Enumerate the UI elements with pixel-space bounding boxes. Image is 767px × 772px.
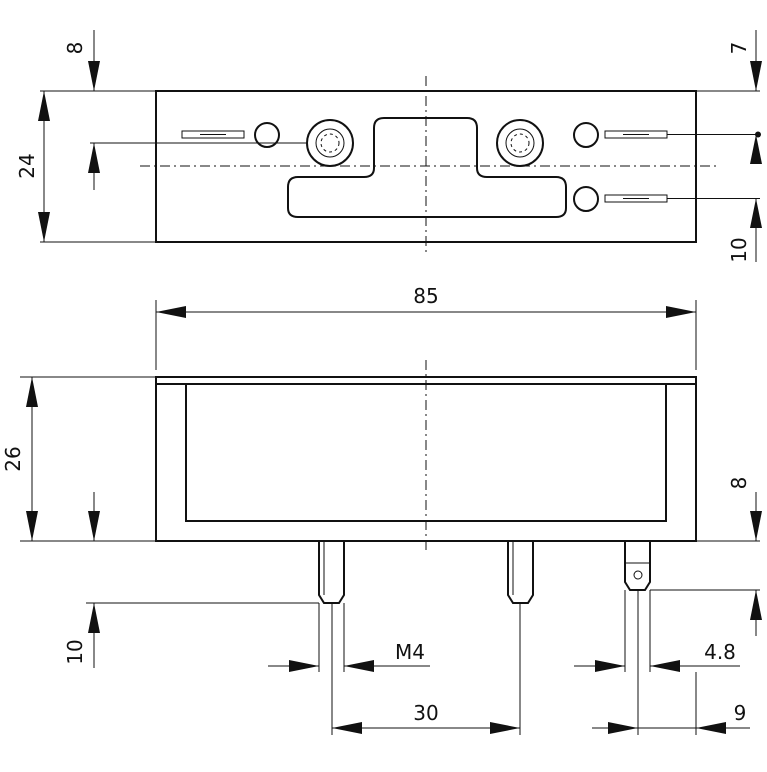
dim-pin-length-label: 10 [63, 639, 87, 664]
contact-slot-right-top [604, 130, 668, 139]
reference-dot [755, 131, 761, 138]
small-hole-right-bottom [573, 186, 599, 212]
center-slot [287, 117, 567, 218]
dim-body-height-label: 26 [1, 446, 25, 471]
contact-slot-left [181, 130, 245, 139]
dim-right-top-label: 7 [727, 42, 751, 55]
dim-pin-offset: 9 [592, 701, 750, 734]
threaded-pin-middle [507, 541, 534, 604]
top-view [40, 76, 761, 256]
dim-right-top: 7 [727, 30, 762, 164]
dim-top-height: 8 [63, 30, 100, 190]
dim-right-pin: 8 [727, 477, 762, 636]
front-view [20, 360, 760, 735]
dim-right-bottom: 10 [727, 198, 762, 263]
dim-plate-height: 24 [15, 91, 50, 242]
screw-hole-left [306, 119, 354, 167]
dim-overall-width: 85 [155, 284, 697, 370]
dim-body-height: 26 [1, 377, 38, 541]
small-hole-right-top [573, 122, 599, 148]
dim-pin-spacing: 30 [332, 701, 520, 734]
screw-hole-right [496, 119, 544, 167]
dim-pin-diameter-label: 4.8 [704, 640, 736, 664]
threaded-pin-left [318, 541, 345, 604]
dim-pin-length: 10 [63, 492, 100, 668]
dim-right-bottom-label: 10 [727, 237, 751, 262]
dim-thread: M4 [268, 640, 430, 672]
dim-pin-offset-label: 9 [734, 701, 747, 725]
dim-plate-height-label: 24 [15, 153, 39, 178]
contact-pin-right [624, 541, 651, 591]
dim-pin-diameter: 4.8 [574, 640, 740, 672]
dim-pin-spacing-label: 30 [413, 701, 438, 725]
small-hole-left [254, 122, 280, 148]
dim-thread-label: M4 [395, 640, 425, 664]
dim-right-pin-label: 8 [727, 477, 751, 490]
contact-slot-right-bottom [604, 194, 668, 203]
dim-top-height-label: 8 [63, 42, 87, 55]
dim-overall-width-label: 85 [413, 284, 438, 308]
